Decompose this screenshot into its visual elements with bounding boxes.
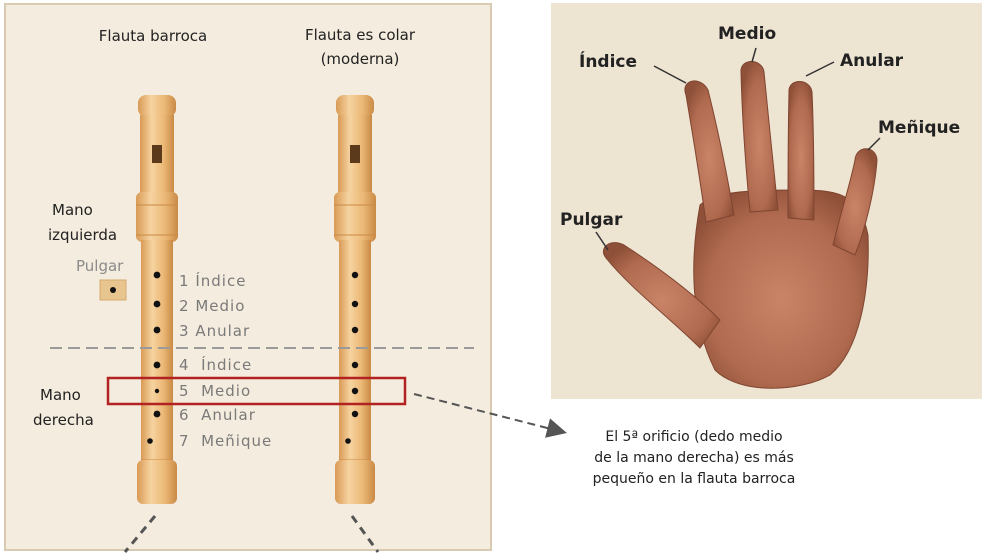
baroque-recorder-title: Flauta barroca <box>98 27 208 45</box>
school-hole-2 <box>351 300 359 308</box>
school-hole-4 <box>351 361 359 369</box>
baroque-hole-7 <box>147 438 153 444</box>
hole-label-2: 2 Medio <box>179 297 246 315</box>
baroque-hole-1 <box>153 271 161 279</box>
baroque-hole-3 <box>153 326 161 334</box>
school-hole-3 <box>351 326 359 334</box>
school-recorder-subtitle: (moderna) <box>320 50 400 68</box>
thumb-label: Pulgar <box>76 257 124 275</box>
baroque-hole-2 <box>153 300 161 308</box>
note-arrow <box>413 393 567 438</box>
hand-illustration <box>602 61 878 389</box>
recorder-comparison-panel <box>4 3 492 551</box>
finger-label-thumb: Pulgar <box>560 210 623 230</box>
baroque-recorder <box>136 95 178 504</box>
baroque-hole-4 <box>153 361 161 369</box>
hole-label-1: 1 Índice <box>179 272 247 290</box>
note-line-2: de la mano derecha) es más <box>594 450 794 466</box>
hole-label-3: 3 Anular <box>179 322 251 340</box>
school-hole-6 <box>351 410 359 418</box>
school-hole-1 <box>351 271 359 279</box>
baroque-hole-5-small <box>154 388 160 394</box>
finger-label-ring: Anular <box>840 51 904 71</box>
baroque-finger-holes <box>147 271 161 444</box>
finger-label-pinky: Meñique <box>878 118 961 138</box>
finger-label-index: Índice <box>579 52 638 72</box>
finger-leaders <box>595 47 881 251</box>
note-line-3: pequeño en la flauta barroca <box>592 471 796 487</box>
hole-label-4: 4 Índice <box>179 356 253 374</box>
hole-label-7: 7 Meñique <box>179 432 273 450</box>
note-line-1: El 5ª orificio (dedo medio <box>605 429 783 445</box>
finger-label-middle: Medio <box>718 24 777 44</box>
right-hand-label: Mano <box>40 386 81 404</box>
school-hole-7 <box>345 438 351 444</box>
school-hole-5 <box>351 387 359 395</box>
baroque-hole-6 <box>153 410 161 418</box>
school-recorder-title: Flauta es colar <box>304 26 416 44</box>
thumb-hole <box>110 287 116 293</box>
left-hand-label: Mano <box>52 201 93 219</box>
hole-label-5: 5 Medio <box>179 382 252 400</box>
right-hand-label-2: derecha <box>33 411 94 429</box>
hole-5-highlight <box>106 376 407 406</box>
hole-label-6: 6 Anular <box>179 406 256 424</box>
school-recorder <box>334 95 376 504</box>
left-hand-label-2: izquierda <box>48 226 118 244</box>
school-finger-holes <box>345 271 359 444</box>
